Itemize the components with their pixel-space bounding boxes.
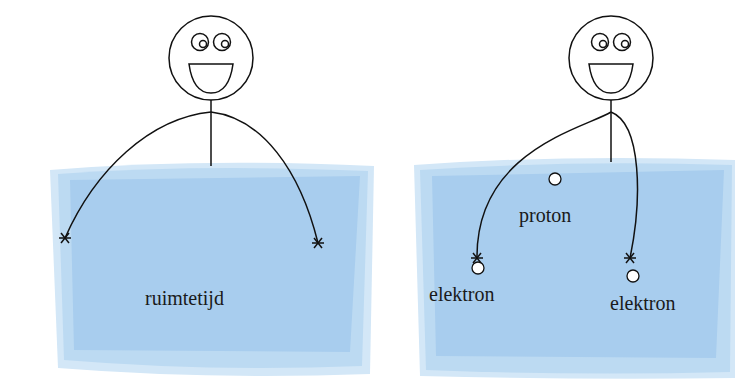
particle-label: proton	[519, 204, 571, 226]
spacetime-sheet: proton elektron elektron	[415, 160, 735, 378]
stick-figure	[471, 16, 653, 263]
spacetime-sheet	[414, 158, 735, 379]
region-label: ruimtetijd	[145, 287, 224, 309]
particle-label: elektron	[429, 283, 495, 305]
particle-dot	[472, 173, 639, 282]
spacetime-sheet	[50, 163, 374, 376]
stick-figure	[59, 16, 324, 248]
spacetime-sheet: ruimtetijd	[52, 165, 372, 375]
particle-label: elektron	[610, 292, 676, 314]
